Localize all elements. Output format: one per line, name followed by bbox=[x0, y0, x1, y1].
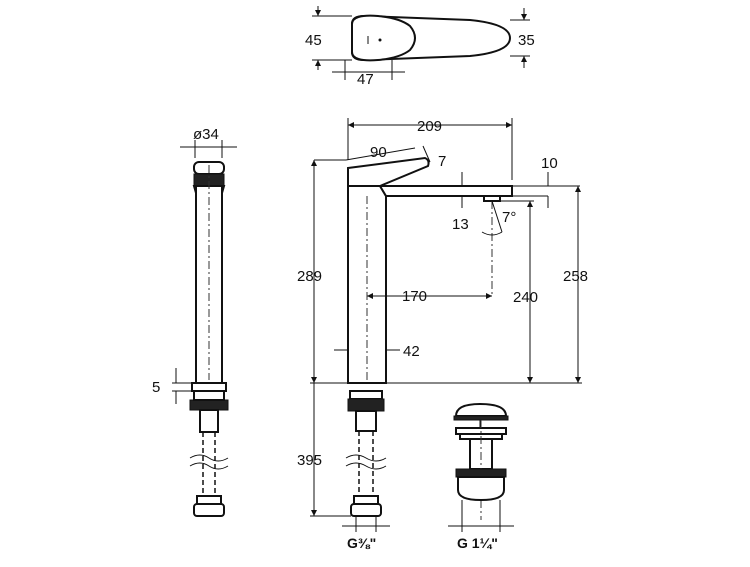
front-dim-outlet-height-label: 240 bbox=[513, 289, 538, 306]
side-view-hose-ferrule bbox=[196, 495, 222, 505]
front-view-washer bbox=[349, 390, 383, 400]
waste-thread-label: G 1¼" bbox=[457, 535, 498, 551]
top-dim-handle-label: 47 bbox=[357, 71, 374, 88]
front-dim-spout-reach-arrow-left bbox=[367, 293, 373, 299]
front-dim-overall-arrow-lower bbox=[575, 377, 581, 383]
waste-view-nut bbox=[455, 468, 507, 478]
side-view-washer bbox=[193, 390, 225, 401]
front-dim-reach-arrow-left bbox=[348, 122, 354, 128]
waste-view: G 1¼" bbox=[448, 402, 514, 551]
top-dim-arrowhead-right-lower bbox=[521, 56, 527, 62]
front-dim-aerator-label: 13 bbox=[452, 216, 469, 233]
top-dim-arrowhead-right-upper bbox=[521, 14, 527, 20]
side-dim-collar-label: 5 bbox=[152, 379, 160, 396]
front-dim-spout-reach-arrow-right bbox=[486, 293, 492, 299]
top-view-handle-dot bbox=[378, 38, 382, 42]
side-view-break-line-lower bbox=[189, 462, 229, 470]
front-view-nut bbox=[347, 398, 385, 412]
front-view-hose-nut bbox=[350, 503, 382, 517]
front-dim-handle-length-label: 90 bbox=[370, 144, 387, 161]
top-dim-arrowhead-lower bbox=[315, 60, 321, 66]
front-dim-body-width-label: 42 bbox=[403, 343, 420, 360]
front-dim-outlet-arrow-upper bbox=[527, 201, 533, 207]
top-dim-depth-right-label: 35 bbox=[518, 32, 535, 49]
front-dim-outlet-arrow-lower bbox=[527, 377, 533, 383]
front-dim-hose-arrow-lower bbox=[311, 510, 317, 516]
side-dim-diameter-label: ø34 bbox=[193, 126, 219, 143]
front-dim-spout-reach-label: 170 bbox=[402, 288, 427, 305]
front-dim-body-height-arrow-lower bbox=[311, 377, 317, 383]
side-view-collar bbox=[191, 382, 227, 392]
top-dim-arrowhead-upper bbox=[315, 10, 321, 16]
top-dim-depth-left-label: 45 bbox=[305, 32, 322, 49]
front-dim-outlet-angle-label: 7° bbox=[502, 209, 516, 226]
side-view-nut bbox=[189, 399, 229, 411]
front-view-rod bbox=[355, 410, 377, 432]
front-dim-handle-angle-label: 7 bbox=[438, 153, 446, 170]
front-dim-height-body-label: 289 bbox=[297, 268, 322, 285]
side-view-rod bbox=[199, 409, 219, 433]
front-dim-handle-angle-line bbox=[422, 145, 431, 163]
side-view-break-line-upper bbox=[189, 454, 229, 462]
waste-view-cap bbox=[454, 402, 508, 417]
front-dim-spout-thickness-label: 10 bbox=[541, 155, 558, 172]
front-view: 209 90 7 10 13 7° 289 bbox=[297, 118, 588, 551]
front-dim-reach-arrow-right bbox=[506, 122, 512, 128]
top-view-handle-outline bbox=[351, 14, 416, 62]
front-view-hose-ferrule bbox=[353, 495, 379, 505]
front-dim-outlet-angle-arc bbox=[481, 231, 503, 236]
side-view-hose-nut bbox=[193, 503, 225, 517]
front-thread-inlet-label: G⅜" bbox=[347, 535, 376, 551]
top-view: 45 35 47 bbox=[305, 6, 535, 88]
front-view-break-line-lower bbox=[345, 462, 387, 470]
side-view: ø34 5 bbox=[152, 126, 237, 517]
front-dim-hose-length-label: 395 bbox=[297, 452, 322, 469]
front-view-spout bbox=[378, 185, 513, 197]
front-dim-height-overall-label: 258 bbox=[563, 268, 588, 285]
front-dim-reach-total-label: 209 bbox=[417, 118, 442, 135]
front-dim-outlet-angle-line bbox=[491, 200, 503, 233]
front-dim-overall-arrow-upper bbox=[575, 186, 581, 192]
front-view-break-line-upper bbox=[345, 454, 387, 462]
front-view-handle-lever bbox=[347, 156, 430, 187]
front-dim-body-height-arrow-upper bbox=[311, 160, 317, 166]
waste-view-tail bbox=[457, 476, 505, 502]
front-view-aerator bbox=[483, 195, 501, 202]
waste-view-flange bbox=[453, 415, 509, 421]
front-dim-handle-line bbox=[345, 147, 416, 161]
